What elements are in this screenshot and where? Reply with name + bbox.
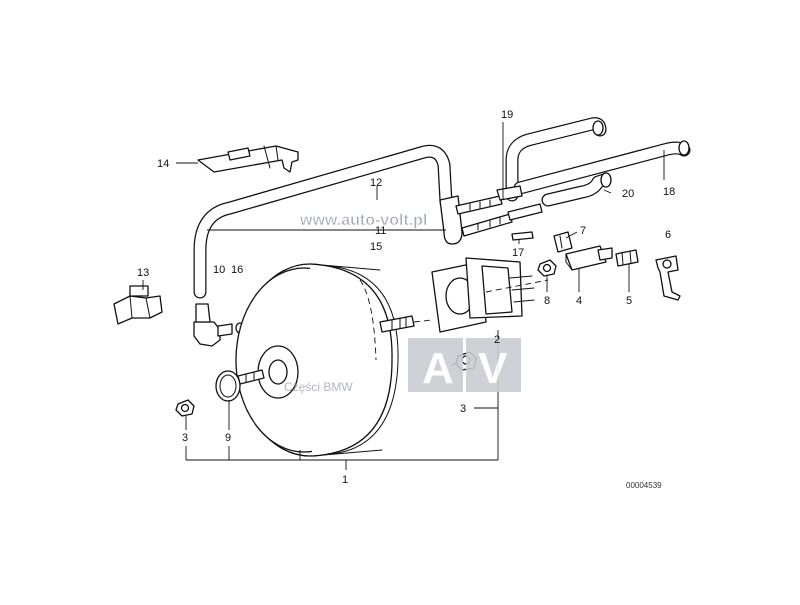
hose-19 (505, 117, 607, 202)
leader-lines (142, 122, 665, 470)
watermark-url: www.auto-volt.pl (299, 212, 427, 229)
part-labels: 1 2 3 3 4 5 6 7 8 9 10 11 12 13 14 15 16… (137, 109, 675, 490)
part-label-14: 14 (157, 158, 169, 170)
pin-17 (511, 231, 534, 241)
part-label-5: 5 (626, 295, 632, 307)
o-ring-9 (215, 370, 241, 402)
hose-18 (513, 140, 691, 195)
part-label-8: 8 (544, 295, 550, 307)
part-label-2: 2 (494, 334, 500, 346)
part-label-3-left: 3 (182, 432, 188, 444)
nut-8 (537, 259, 557, 277)
part-label-9: 9 (225, 432, 231, 444)
clip-7 (553, 231, 573, 253)
brake-booster-1 (235, 263, 415, 457)
part-label-3-lower: 3 (460, 403, 466, 415)
watermark-logo-a: A (422, 344, 454, 393)
gasket-plate-2 (413, 257, 549, 333)
drawing-id: 00004539 (626, 481, 662, 490)
bracket-14 (197, 145, 299, 173)
connector-5 (615, 249, 639, 267)
part-label-20: 20 (622, 188, 634, 200)
part-label-13: 13 (137, 267, 149, 279)
part-label-12: 12 (370, 177, 382, 189)
nut-3-left (175, 399, 195, 417)
elbow-connector-10 (193, 303, 245, 347)
part-label-7: 7 (580, 225, 586, 237)
part-label-1: 1 (342, 474, 348, 486)
part-label-17: 17 (512, 247, 524, 259)
tee-fitting-11 (439, 185, 543, 245)
part-label-6: 6 (665, 229, 671, 241)
part-label-18: 18 (663, 186, 675, 198)
part-label-11: 11 (375, 225, 386, 237)
part-label-15: 15 (370, 241, 382, 253)
vacuum-valve-4 (565, 245, 613, 271)
part-label-10: 10 (213, 264, 225, 276)
watermark: www.auto-volt.pl A V Części BMW (284, 212, 521, 394)
part-label-4: 4 (576, 295, 582, 307)
watermark-caption: Części BMW (284, 380, 353, 394)
part-label-19: 19 (501, 109, 513, 121)
clip-13 (113, 285, 163, 325)
part-label-16: 16 (231, 264, 243, 276)
bracket-6 (655, 255, 681, 301)
watermark-logo-v: V (478, 344, 508, 393)
vacuum-hose-12 (193, 144, 453, 299)
hose-20 (541, 172, 612, 207)
